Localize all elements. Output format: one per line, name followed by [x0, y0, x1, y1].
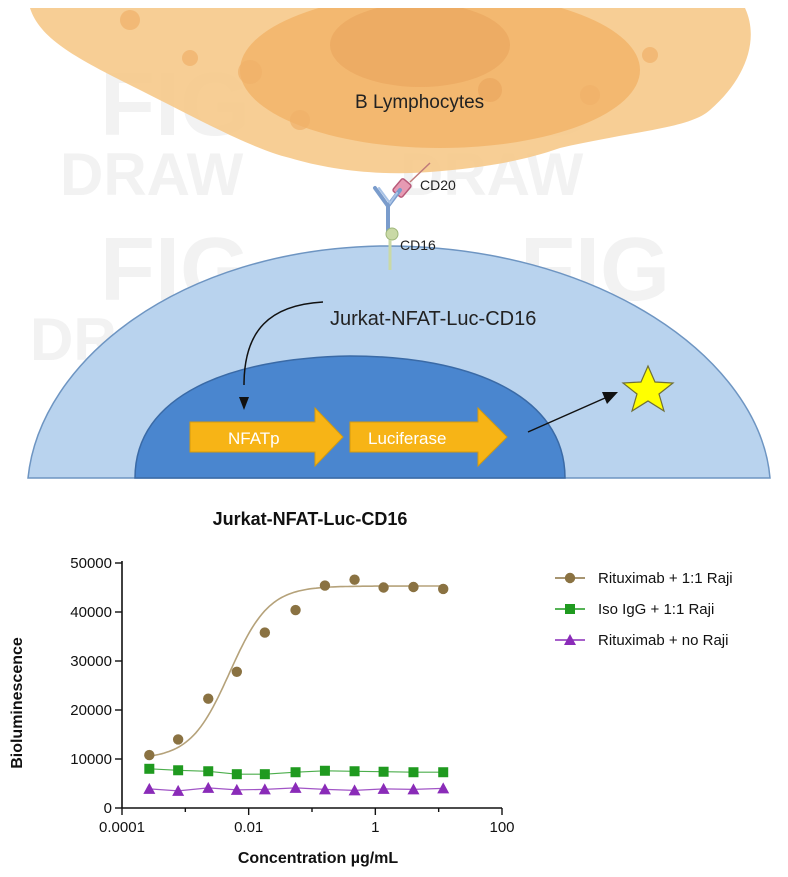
data-point	[437, 782, 450, 794]
antibody-inner	[378, 187, 398, 205]
data-point	[231, 769, 242, 780]
data-point	[172, 734, 184, 745]
jurkat-label: Jurkat-NFAT-Luc-CD16	[330, 308, 536, 330]
data-point	[202, 781, 215, 793]
data-point	[378, 582, 389, 593]
y-tick-label: 0	[104, 800, 112, 817]
signal-arrow	[243, 301, 324, 386]
signal-arrowhead	[239, 397, 249, 410]
legend-marker	[565, 604, 575, 614]
legend-label: Rituximab + 1:1 Raji	[598, 570, 733, 587]
y-axis-label: Bioluminescence	[9, 637, 26, 769]
y-tick-label: 40000	[70, 604, 112, 621]
b-cell-nucleolus	[330, 8, 510, 87]
data-point	[438, 767, 449, 778]
luciferase-label: Luciferase	[368, 429, 446, 448]
data-point	[408, 581, 419, 593]
b-lymphocyte-cell: B Lymphocytes	[30, 8, 751, 174]
plot-area: 0 10000 20000 30000 40000 50000 0.0001 0.01 1 100	[70, 555, 514, 836]
cd16-head	[385, 227, 399, 241]
luciferase-arrow	[349, 406, 508, 468]
data-point	[319, 580, 331, 591]
chart-title: Jurkat-NFAT-Luc-CD16	[213, 509, 408, 529]
b-cell-vesicle	[478, 78, 502, 102]
data-point	[290, 604, 301, 616]
nfatp-label: NFATp	[228, 429, 280, 448]
data-point	[203, 693, 214, 704]
x-tick-label: 0.0001	[99, 819, 145, 836]
y-tick-label: 10000	[70, 751, 112, 768]
cd20-label: CD20	[420, 177, 456, 193]
data-point	[203, 766, 214, 777]
output-arrow	[527, 397, 606, 433]
data-point	[231, 666, 243, 677]
data-point	[289, 781, 302, 793]
data-point	[408, 767, 419, 778]
legend-marker	[564, 572, 576, 584]
output-arrowhead	[602, 392, 618, 404]
legend-label: Rituximab + no Raji	[598, 632, 728, 649]
data-point	[318, 783, 331, 795]
x-axis-label: Concentration µg/mL	[238, 850, 399, 867]
cd16-label: CD16	[400, 237, 436, 253]
legend-marker	[564, 634, 576, 645]
star-icon	[621, 364, 675, 413]
data-point	[407, 783, 420, 795]
data-point	[143, 782, 156, 794]
receptor-complex: CD20 CD16	[373, 162, 456, 270]
b-cell-vesicle	[182, 50, 198, 66]
x-tick-label: 0.01	[234, 819, 263, 836]
b-cell-vesicle	[290, 110, 310, 130]
watermark-draw-1: DRAW	[60, 141, 244, 208]
data-point	[230, 783, 243, 795]
data-point	[259, 627, 271, 638]
data-point	[438, 583, 449, 595]
data-point	[348, 784, 361, 796]
x-tick-label: 100	[489, 819, 514, 836]
b-cell-vesicle	[580, 85, 600, 105]
data-point	[290, 767, 301, 778]
data-point	[258, 783, 271, 795]
cd20-stalk	[409, 162, 431, 183]
b-cell-vesicle	[238, 60, 262, 84]
legend-label: Iso IgG + 1:1 Raji	[598, 601, 714, 618]
y-tick-label: 30000	[70, 653, 112, 670]
data-point	[349, 766, 360, 777]
b-lymphocytes-label: B Lymphocytes	[355, 92, 484, 113]
b-cell-vesicle	[120, 10, 140, 30]
data-point	[173, 765, 184, 776]
x-tick-label: 1	[371, 819, 379, 836]
data-point	[259, 769, 270, 780]
data-point	[172, 784, 185, 796]
data-point	[349, 574, 360, 585]
y-tick-label: 20000	[70, 702, 112, 719]
nfatp-arrow	[189, 406, 344, 468]
dose-response-chart: Jurkat-NFAT-Luc-CD16 Bioluminescence Con…	[9, 509, 733, 867]
fit-curve	[149, 585, 444, 757]
data-point	[144, 763, 155, 774]
b-cell-vesicle	[642, 47, 658, 63]
y-tick-label: 50000	[70, 555, 112, 572]
data-point	[378, 766, 389, 777]
data-point	[319, 765, 330, 776]
data-point	[144, 749, 155, 761]
assay-schematic: FIG FIG DRAW DRAW FIG FIG DRAW DRAW	[27, 8, 771, 479]
data-point	[377, 782, 390, 794]
